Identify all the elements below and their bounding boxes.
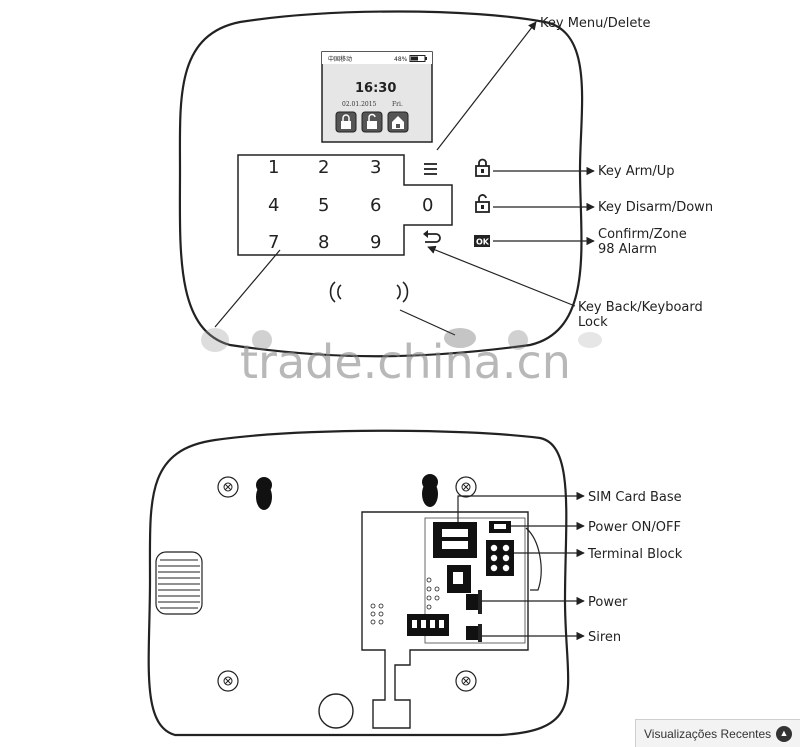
key-9[interactable]: 9 (370, 232, 381, 253)
key-3[interactable]: 3 (370, 157, 381, 178)
back-callout-lines (457, 491, 585, 641)
key-1[interactable]: 1 (268, 157, 279, 178)
lcd-battery: 48% (394, 56, 408, 63)
siren-connector (466, 624, 482, 642)
screw-hole-top-left (217, 476, 239, 498)
power-connector (466, 590, 482, 614)
callout-disarm-down: Key Disarm/Down (598, 200, 713, 215)
lock-icon (335, 111, 357, 133)
lcd-weekday: Fri. (392, 101, 403, 108)
callout-power: Power (588, 595, 628, 610)
screw-hole-bottom-right (455, 670, 477, 692)
lcd-screen: 中国移动 48% 16:30 02.01.2015 Fri. (321, 51, 433, 143)
home-icon (387, 111, 409, 133)
key-6[interactable]: 6 (370, 195, 381, 216)
battery-icon (409, 55, 427, 62)
key-7[interactable]: 7 (268, 232, 279, 253)
cable-hole (318, 693, 354, 729)
pcb-compartment (361, 511, 529, 729)
watermark-text: trade.china.cn (240, 335, 571, 389)
pcb-dots (370, 577, 440, 625)
callout-menu-delete: Key Menu/Delete (540, 16, 651, 31)
lcd-time: 16:30 (355, 81, 396, 96)
keypad-outline (237, 154, 453, 256)
chevron-up-icon: ▲ (776, 725, 792, 742)
photo-smudges (201, 328, 602, 352)
svg-text:OK: OK (476, 238, 490, 247)
back-panel-outline (147, 429, 570, 737)
menu-icon[interactable] (424, 163, 437, 175)
callout-arm-up: Key Arm/Up (598, 164, 675, 179)
hanger-right (422, 474, 438, 507)
front-panel: 中国移动 48% 16:30 02.01.2015 Fri. (178, 10, 713, 358)
front-callout-lines (214, 21, 595, 336)
recent-views-label: Visualizações Recentes (644, 726, 772, 741)
recent-views-button[interactable]: Visualizações Recentes ▲ (635, 719, 800, 747)
unlock-icon (361, 111, 383, 133)
screw-hole-bottom-left (217, 670, 239, 692)
callout-back-line2: Lock (578, 315, 608, 330)
ok-icon[interactable]: OK (474, 235, 490, 247)
callout-confirm-line1: Confirm/Zone (598, 227, 687, 242)
rfid-icon (329, 281, 409, 303)
key-5[interactable]: 5 (318, 195, 329, 216)
screw-hole-top-right (455, 476, 477, 498)
back-icon[interactable] (423, 230, 441, 243)
key-0[interactable]: 0 (422, 195, 433, 216)
sim-card-base (433, 522, 477, 558)
front-panel-outline (178, 10, 584, 358)
connector-strip (407, 614, 449, 636)
callout-siren: Siren (588, 630, 621, 645)
key-4[interactable]: 4 (268, 195, 279, 216)
back-panel: SIM Card Base Power ON/OFF Terminal Bloc… (147, 429, 683, 737)
power-switch (489, 521, 511, 533)
key-8[interactable]: 8 (318, 232, 329, 253)
disarm-lock-icon[interactable] (475, 194, 490, 213)
lcd-date: 02.01.2015 (342, 101, 377, 108)
lcd-carrier: 中国移动 (328, 55, 352, 63)
callout-terminal-block: Terminal Block (587, 547, 683, 562)
speaker-grille (155, 551, 203, 615)
hanger-left (256, 477, 272, 510)
callout-back-line1: Key Back/Keyboard (578, 300, 703, 315)
callout-power-on-off: Power ON/OFF (588, 520, 681, 535)
arm-lock-icon[interactable] (475, 158, 490, 177)
chip (447, 565, 471, 593)
terminal-block (486, 540, 514, 576)
key-2[interactable]: 2 (318, 157, 329, 178)
callout-confirm-line2: 98 Alarm (598, 242, 657, 257)
callout-sim-card-base: SIM Card Base (588, 490, 682, 505)
